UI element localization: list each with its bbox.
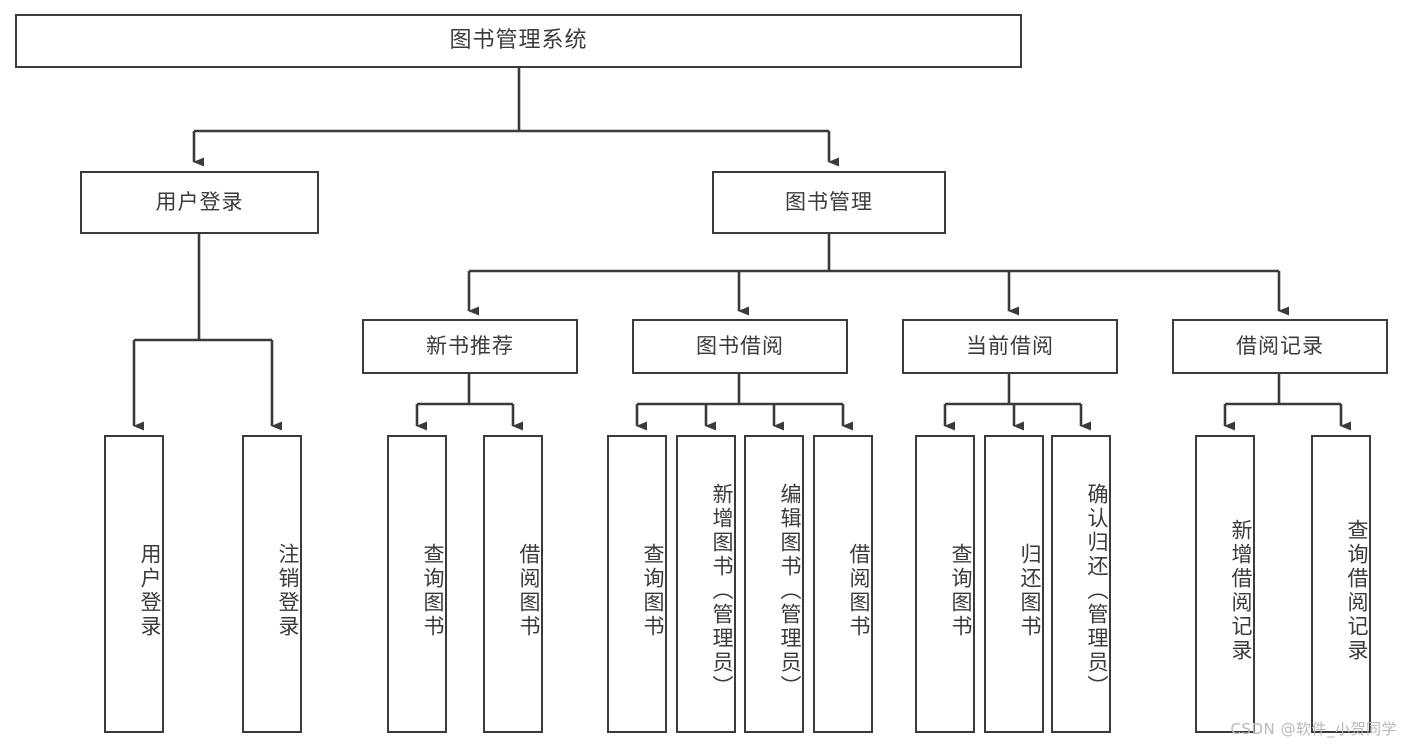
node-current-borrow[interactable]: 当前借阅 (902, 319, 1118, 374)
node-new-book-recommend[interactable]: 新书推荐 (362, 319, 578, 374)
node-root[interactable]: 图书管理系统 (15, 14, 1022, 68)
leaf-borrow-book-2[interactable]: 借阅图书 (813, 435, 873, 733)
node-user-login[interactable]: 用户登录 (80, 171, 319, 234)
leaf-confirm-return[interactable]: 确认归还（管理员） (1051, 435, 1111, 733)
leaf-add-record[interactable]: 新增借阅记录 (1195, 435, 1255, 733)
node-book-manage[interactable]: 图书管理 (712, 171, 946, 234)
watermark: CSDN @软件_小贺同学 (1230, 720, 1397, 738)
leaf-query-book-1[interactable]: 查询图书 (387, 435, 447, 733)
leaf-query-record[interactable]: 查询借阅记录 (1311, 435, 1371, 733)
leaf-return-book[interactable]: 归还图书 (984, 435, 1044, 733)
leaf-borrow-book-1[interactable]: 借阅图书 (483, 435, 543, 733)
node-book-borrow[interactable]: 图书借阅 (632, 319, 848, 374)
leaf-query-book-3[interactable]: 查询图书 (915, 435, 975, 733)
leaf-user-login[interactable]: 用户登录 (104, 435, 164, 733)
leaf-add-book[interactable]: 新增图书（管理员） (676, 435, 736, 733)
node-borrow-record[interactable]: 借阅记录 (1172, 319, 1388, 374)
leaf-query-book-2[interactable]: 查询图书 (607, 435, 667, 733)
leaf-edit-book[interactable]: 编辑图书（管理员） (744, 435, 804, 733)
leaf-logout[interactable]: 注销登录 (242, 435, 302, 733)
